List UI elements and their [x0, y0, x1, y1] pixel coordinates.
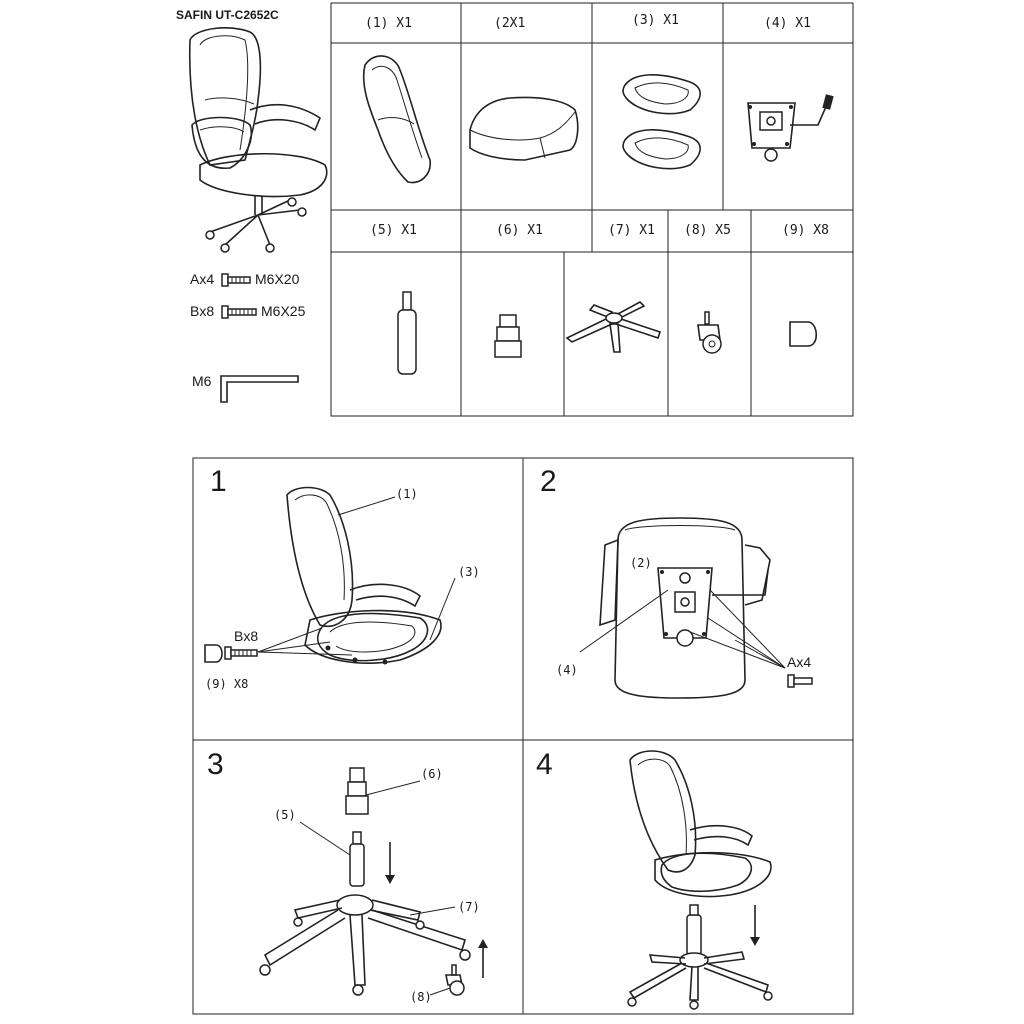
model-title: SAFIN UT-C2652C	[176, 8, 279, 22]
step3-callout-7: (7)	[458, 900, 480, 914]
hardware-a-label: Ax4	[190, 271, 215, 287]
bolt-b-icon	[221, 305, 257, 319]
step2-callout-ax4: Ax4	[787, 654, 812, 670]
step3-drawing	[259, 767, 488, 996]
part-sleeve-drawing	[494, 314, 522, 358]
step3-callout-5: (5)	[274, 808, 296, 822]
step2-drawing	[579, 517, 813, 699]
step-number-2: 2	[540, 465, 557, 498]
assembled-chair-illustration	[188, 27, 328, 253]
step4-drawing	[627, 750, 773, 1010]
step1-callout-1: (1)	[396, 487, 418, 501]
part-label-2: (2X1	[494, 16, 526, 31]
allen-key-icon	[220, 375, 299, 403]
step1-callout-3: (3)	[458, 565, 480, 579]
allen-key-label: M6	[192, 373, 212, 389]
bolt-a-icon	[221, 273, 251, 287]
part-label-1: (1) X1	[365, 16, 412, 31]
steps-grid	[192, 457, 854, 1015]
part-cap-drawing	[789, 321, 818, 347]
part-caster-drawing	[697, 311, 722, 354]
step3-callout-6: (6)	[421, 767, 443, 781]
part-armrests-drawing	[622, 74, 701, 170]
step-number-1: 1	[210, 465, 227, 498]
part-mechanism-drawing	[747, 94, 834, 162]
hardware-b-size: M6X25	[261, 303, 306, 319]
part-label-8: (8) X5	[684, 223, 731, 238]
part-gas-lift-drawing	[397, 291, 417, 375]
part-backrest-drawing	[362, 55, 431, 184]
part-label-7: (7) X1	[608, 223, 655, 238]
part-label-6: (6) X1	[496, 223, 543, 238]
part-base-drawing	[565, 301, 662, 353]
step1-callout-9: (9) X8	[205, 677, 249, 691]
part-seat-drawing	[469, 96, 579, 161]
hardware-a-size: M6X20	[255, 271, 300, 287]
step-number-3: 3	[207, 748, 224, 781]
part-label-4: (4) X1	[764, 16, 811, 31]
step-number-4: 4	[536, 748, 553, 781]
step1-drawing	[204, 486, 456, 665]
step2-callout-4: (4)	[556, 663, 578, 677]
step1-callout-bx8: Bx8	[234, 628, 259, 644]
step3-callout-8: (8)	[410, 990, 432, 1004]
part-label-9: (9) X8	[782, 223, 829, 238]
part-label-3: (3) X1	[632, 13, 679, 28]
parts-table-grid	[330, 2, 854, 417]
step2-callout-2: (2)	[630, 556, 652, 570]
hardware-b-label: Bx8	[190, 303, 215, 319]
part-label-5: (5) X1	[370, 223, 417, 238]
